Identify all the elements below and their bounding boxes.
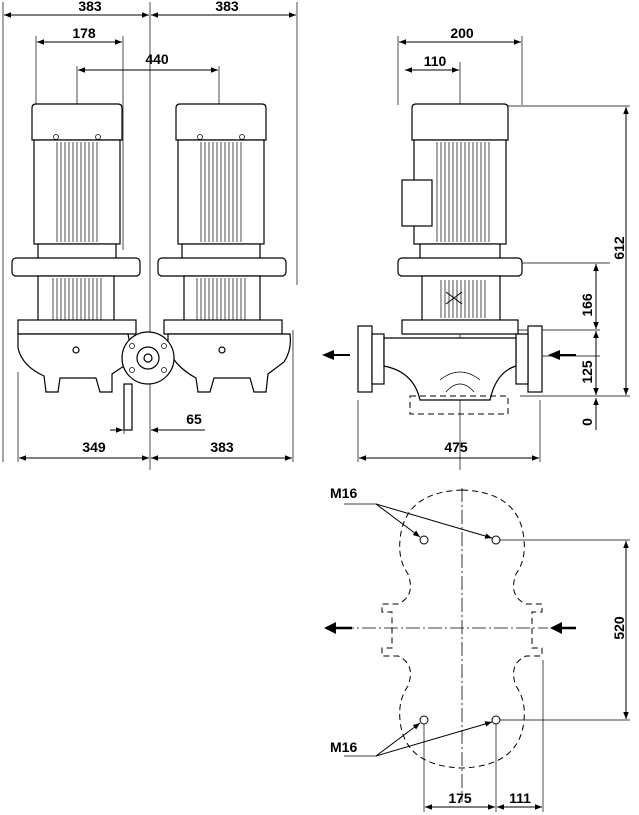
side-pump-body [357, 325, 543, 415]
dim-bolt-right: 111 [509, 790, 531, 806]
left-motor [11, 103, 141, 335]
flow-arrow-in [548, 350, 576, 360]
dim-side-half: 110 [424, 53, 447, 69]
bolt-hole [491, 535, 501, 545]
dim-footprint: 475 [444, 439, 468, 455]
dim-top-left: 383 [78, 0, 102, 14]
front-view: 383 383 178 440 349 383 65 [2, 0, 298, 470]
dim-bottom-right: 383 [210, 439, 234, 455]
plan-flow-arrow-in [550, 622, 576, 634]
side-view: 200 110 475 612 166 125 0 [322, 25, 630, 470]
bolt-hole [419, 535, 429, 545]
dim-total-height: 612 [611, 236, 627, 260]
dim-flange-height: 166 [579, 293, 595, 317]
base-plan: 520 175 111 M16 M16 [324, 485, 630, 812]
bolt-hole [419, 715, 429, 725]
bolt-label-top: M16 [330, 485, 357, 501]
dim-inner: 178 [72, 25, 96, 41]
bolt-label-bottom: M16 [330, 739, 357, 755]
dim-bolt-spacing-v: 520 [611, 616, 627, 640]
housing-outline [381, 489, 543, 769]
dim-top-right: 383 [215, 0, 239, 14]
side-motor [397, 103, 523, 335]
dim-base: 0 [579, 418, 595, 426]
dim-port-height: 125 [579, 360, 595, 384]
plan-flow-arrow-out [324, 622, 352, 634]
flow-arrow-out [322, 350, 350, 360]
dim-bolt-left: 175 [448, 790, 472, 806]
dim-side-width: 200 [450, 25, 474, 41]
twin-pump-housing [17, 331, 291, 431]
dim-motor-spacing: 440 [145, 51, 169, 67]
dim-bottom-left: 349 [82, 439, 106, 455]
right-motor [157, 103, 287, 335]
dim-offset: 65 [186, 411, 202, 427]
bolt-hole [491, 715, 501, 725]
